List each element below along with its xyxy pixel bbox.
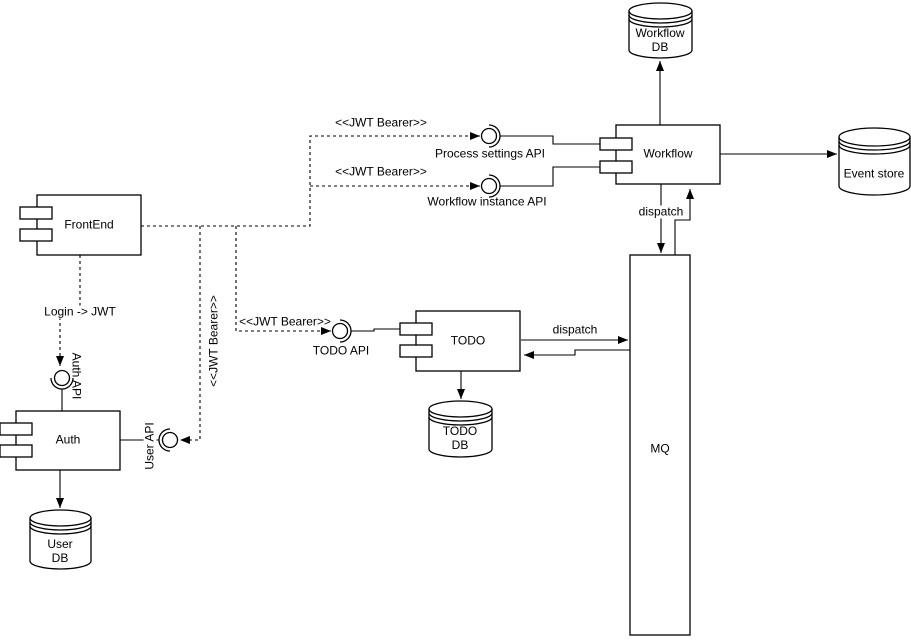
auth-label: Auth (55, 432, 81, 447)
workflow-instance-api-label: Workflow instance API (427, 194, 547, 209)
jwt-bearer-label: <<JWT Bearer>> (239, 314, 331, 329)
user-api-label: User API (142, 420, 157, 472)
dispatch-label: dispatch (552, 322, 598, 337)
process-settings-api-label: Process settings API (434, 146, 546, 161)
stem-workflow-instance-api (500, 166, 600, 187)
workflow-instance-api-lollipop-icon (480, 174, 501, 198)
event-store-cylinder (838, 127, 911, 196)
component-notation-icon (399, 322, 433, 336)
login-jwt-label: Login -> JWT (42, 304, 118, 319)
auth-api-label: Auth API (69, 352, 84, 400)
user-api-lollipop-icon (158, 428, 179, 452)
component-notation-icon (19, 228, 53, 242)
jwt-bearer-label: <<JWT Bearer>> (206, 295, 221, 387)
todo-label: TODO (450, 333, 486, 348)
jwt-bearer-label: <<JWT Bearer>> (335, 115, 427, 130)
edge-frontend-todo-api (235, 226, 331, 335)
edge-mq-todo (524, 349, 630, 359)
component-notation-icon (599, 137, 633, 151)
auth-component (0, 410, 121, 471)
auth-api-lollipop-icon (50, 369, 74, 390)
component-notation-icon (0, 444, 33, 458)
todo-db-label: TODO DB (442, 424, 478, 452)
user-db-label: User DB (47, 537, 73, 565)
edge-frontend-user-api (180, 226, 201, 444)
component-notation-icon (399, 344, 433, 358)
event-store-label: Event store (843, 166, 905, 181)
todo-component (399, 310, 521, 372)
workflow-db-label: Workflow DB (635, 26, 685, 54)
todo-db-cylinder (428, 400, 493, 458)
workflow-component (599, 124, 721, 185)
frontend-component (19, 194, 142, 256)
jwt-bearer-label: <<JWT Bearer>> (335, 164, 427, 179)
frontend-label: FrontEnd (64, 217, 114, 232)
edge-frontend-auth-api-login (60, 255, 81, 366)
todo-api-label: TODO API (312, 343, 370, 358)
dispatch-label: dispatch (636, 204, 686, 219)
todo-api-lollipop-icon (331, 319, 352, 343)
mq-queue (629, 254, 691, 636)
component-notation-icon (0, 422, 33, 436)
workflow-db-cylinder (628, 2, 693, 59)
process-settings-api-lollipop-icon (480, 124, 501, 148)
edge-mq-workflow (674, 189, 694, 255)
component-notation-icon (19, 206, 53, 220)
workflow-label: Workflow (643, 146, 693, 161)
user-db-cylinder (29, 509, 92, 570)
stem-todo-api (351, 328, 400, 332)
stem-process-settings-api (500, 135, 600, 145)
component-notation-icon (599, 160, 633, 174)
edge-frontend-process-settings-api (141, 132, 480, 227)
mq-label: MQ (650, 441, 670, 456)
